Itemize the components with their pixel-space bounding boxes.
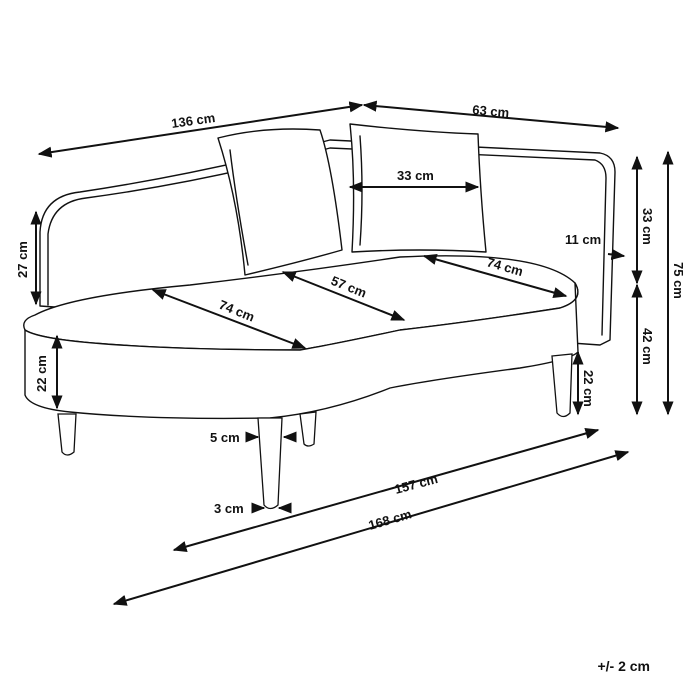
- label-width-back: 136 cm: [170, 110, 216, 131]
- arrow-width-back: [37, 101, 364, 158]
- arrow-total-length: [112, 450, 630, 606]
- label-armrest-height: 27 cm: [15, 241, 30, 278]
- dimension-labels: 136 cm 63 cm 33 cm 27 cm 11 cm 33 cm 75 …: [15, 102, 686, 533]
- label-base-left: 22 cm: [34, 355, 49, 392]
- arrow-depth-end: [362, 100, 620, 133]
- sofa-leg-back: [299, 411, 317, 447]
- label-leg-bottom: 3 cm: [214, 501, 244, 516]
- sofa-leg-front: [257, 417, 283, 510]
- label-arm-thickness: 11 cm: [565, 232, 601, 247]
- label-seat-height: 42 cm: [640, 328, 655, 365]
- label-base-right: 22 cm: [581, 370, 596, 407]
- label-seat-length: 157 cm: [393, 471, 439, 497]
- arrow-seat-depth-mid: [281, 271, 406, 321]
- label-leg-top: 5 cm: [210, 430, 240, 445]
- arrow-seat-length: [172, 428, 600, 552]
- sofa-base: [24, 282, 579, 420]
- label-pillow-width: 33 cm: [397, 168, 434, 183]
- sofa-leg-right: [551, 353, 573, 418]
- tolerance-note: +/- 2 cm: [597, 658, 650, 674]
- label-back-height: 33 cm: [640, 208, 655, 245]
- label-depth-end: 63 cm: [472, 102, 510, 120]
- arrow-seat-depth-right: [422, 254, 568, 298]
- label-total-height: 75 cm: [671, 262, 686, 299]
- arrow-seat-depth-left: [151, 289, 307, 349]
- sofa-leg-left: [57, 413, 77, 456]
- arrow-arm-thickness: [607, 248, 626, 260]
- dimension-arrows: [30, 100, 674, 606]
- label-total-length: 168 cm: [367, 506, 414, 533]
